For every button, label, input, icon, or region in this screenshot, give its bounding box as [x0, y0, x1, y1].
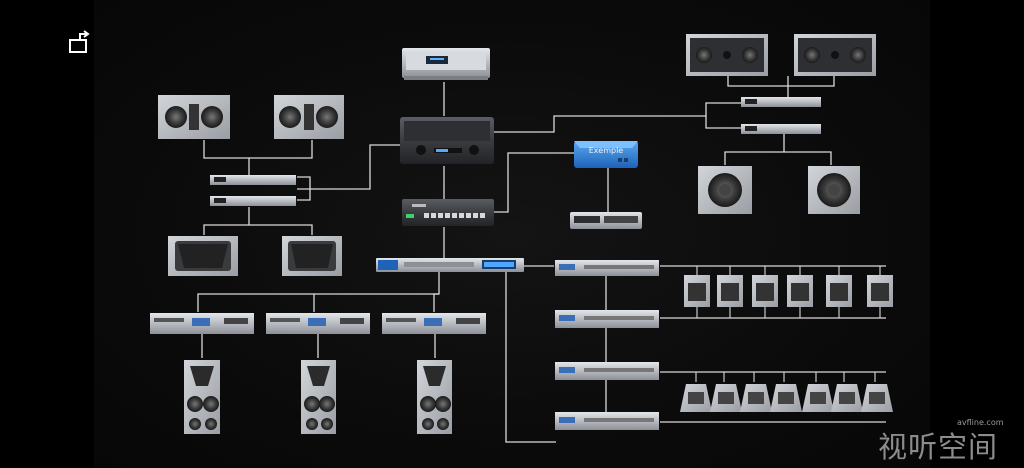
wire-dsp-to-left-amps: [197, 272, 440, 312]
subwoofer-left-1: [168, 236, 238, 276]
subwoofer-left-2: [282, 236, 342, 276]
surround-amp-2: [555, 310, 659, 328]
wire-processor-to-left-amps: [297, 144, 400, 190]
switch-ports: [424, 213, 485, 218]
height-speaker: [680, 384, 712, 412]
network-switch: [402, 199, 494, 226]
right-amp-2: [741, 124, 821, 134]
av-processor: [400, 117, 494, 164]
tower-speaker-right: [417, 360, 452, 434]
dsp-processor: [376, 258, 524, 272]
top-speaker-right: [794, 34, 876, 76]
surround-speaker: [752, 275, 778, 307]
surround-amp-4: [555, 412, 659, 430]
surround-speaker: [867, 275, 893, 307]
wire-dsp-to-left-amps-3: [433, 293, 439, 312]
height-speaker: [802, 384, 834, 412]
subwoofer-right-1: [698, 166, 752, 214]
wire-right-amps-to-lower-subs-2: [784, 151, 832, 165]
system-diagram: Exemple: [150, 34, 893, 443]
height-speaker: [770, 384, 802, 412]
height-speaker: [710, 384, 742, 412]
wire-left-amps-to-wides-2: [249, 140, 313, 159]
tower-speaker-left: [184, 360, 220, 434]
height-speaker: [831, 384, 863, 412]
wire-left-amps-to-subs: [203, 207, 250, 235]
wire-left-amp-bridge: [297, 176, 311, 201]
wires: [197, 76, 886, 443]
watermark-brand: 视听空间: [878, 430, 999, 464]
watermark-url: avfline.com: [957, 418, 1004, 427]
surround-amp-1: [555, 260, 659, 276]
sync-box-label: Exemple: [589, 146, 624, 155]
diagram-stage: Exemple: [94, 0, 930, 468]
back-arrow-icon: [69, 30, 90, 53]
back-button[interactable]: [66, 30, 94, 54]
wire-left-amps-to-subs-2: [249, 224, 313, 235]
surround-speaker: [684, 275, 710, 307]
wire-dsp-to-right-amps-bottom: [505, 272, 556, 443]
right-amp-1: [741, 97, 821, 107]
surround-speakers: [684, 275, 893, 307]
wire-right-amps-to-tops-3: [788, 76, 835, 87]
surround-speaker: [826, 275, 852, 307]
wire-right-amps-to-tops-2: [727, 76, 788, 87]
top-speaker-left: [686, 34, 768, 76]
left-amp-1: [210, 175, 296, 185]
audio-interface: [570, 212, 642, 229]
subwoofer-right-2: [808, 166, 860, 214]
height-speaker: [740, 384, 772, 412]
wire-left-amps-to-wides: [203, 140, 250, 175]
tower-speaker-center: [301, 360, 336, 434]
power-amp-1: [150, 313, 254, 334]
height-speakers: [680, 384, 893, 412]
height-speaker: [861, 384, 893, 412]
wire-right-amp-bridge: [705, 116, 741, 129]
wire-right-amps-to-lower-subs: [724, 134, 785, 165]
wire-switch-to-sync: [494, 152, 576, 213]
surround-speaker: [717, 275, 743, 307]
power-amp-2: [266, 313, 370, 334]
wire-drops: [695, 266, 881, 382]
surround-speaker: [787, 275, 813, 307]
power-amp-3: [382, 313, 486, 334]
wide-speaker-left: [158, 95, 230, 139]
sync-box: Exemple: [574, 141, 638, 168]
surround-amp-3: [555, 362, 659, 380]
left-amp-2: [210, 196, 296, 206]
media-server: [402, 48, 490, 80]
wire-processor-to-right-amps: [494, 102, 741, 133]
wide-speaker-right: [274, 95, 344, 139]
